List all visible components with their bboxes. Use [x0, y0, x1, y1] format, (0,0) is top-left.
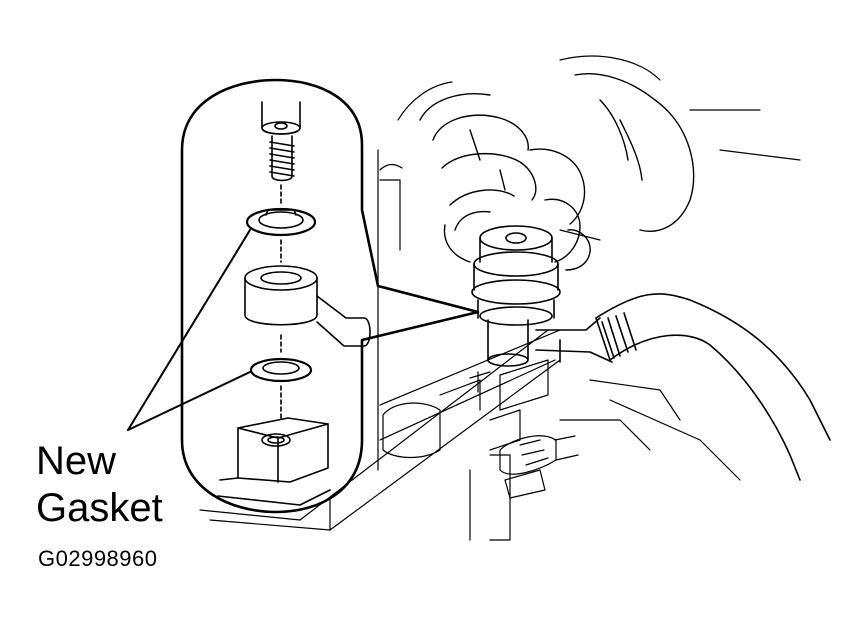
exploded-view-callout [182, 80, 478, 512]
exploded-components [218, 102, 370, 505]
banjo-fitting-icon [245, 266, 370, 352]
threaded-block-icon [218, 418, 330, 505]
upper-gasket-icon [247, 209, 315, 262]
hand [420, 74, 694, 270]
fuel-hose [536, 294, 830, 480]
callout-label-new: New [36, 439, 117, 483]
callout-label-gasket: Gasket [36, 486, 163, 530]
lower-gasket-icon [251, 359, 311, 420]
banjo-bolt-icon [262, 102, 300, 205]
engine-background [200, 56, 800, 540]
gasket-leader-lines [128, 230, 250, 430]
figure-id: G02998960 [38, 546, 158, 571]
pressure-regulator [472, 226, 560, 366]
